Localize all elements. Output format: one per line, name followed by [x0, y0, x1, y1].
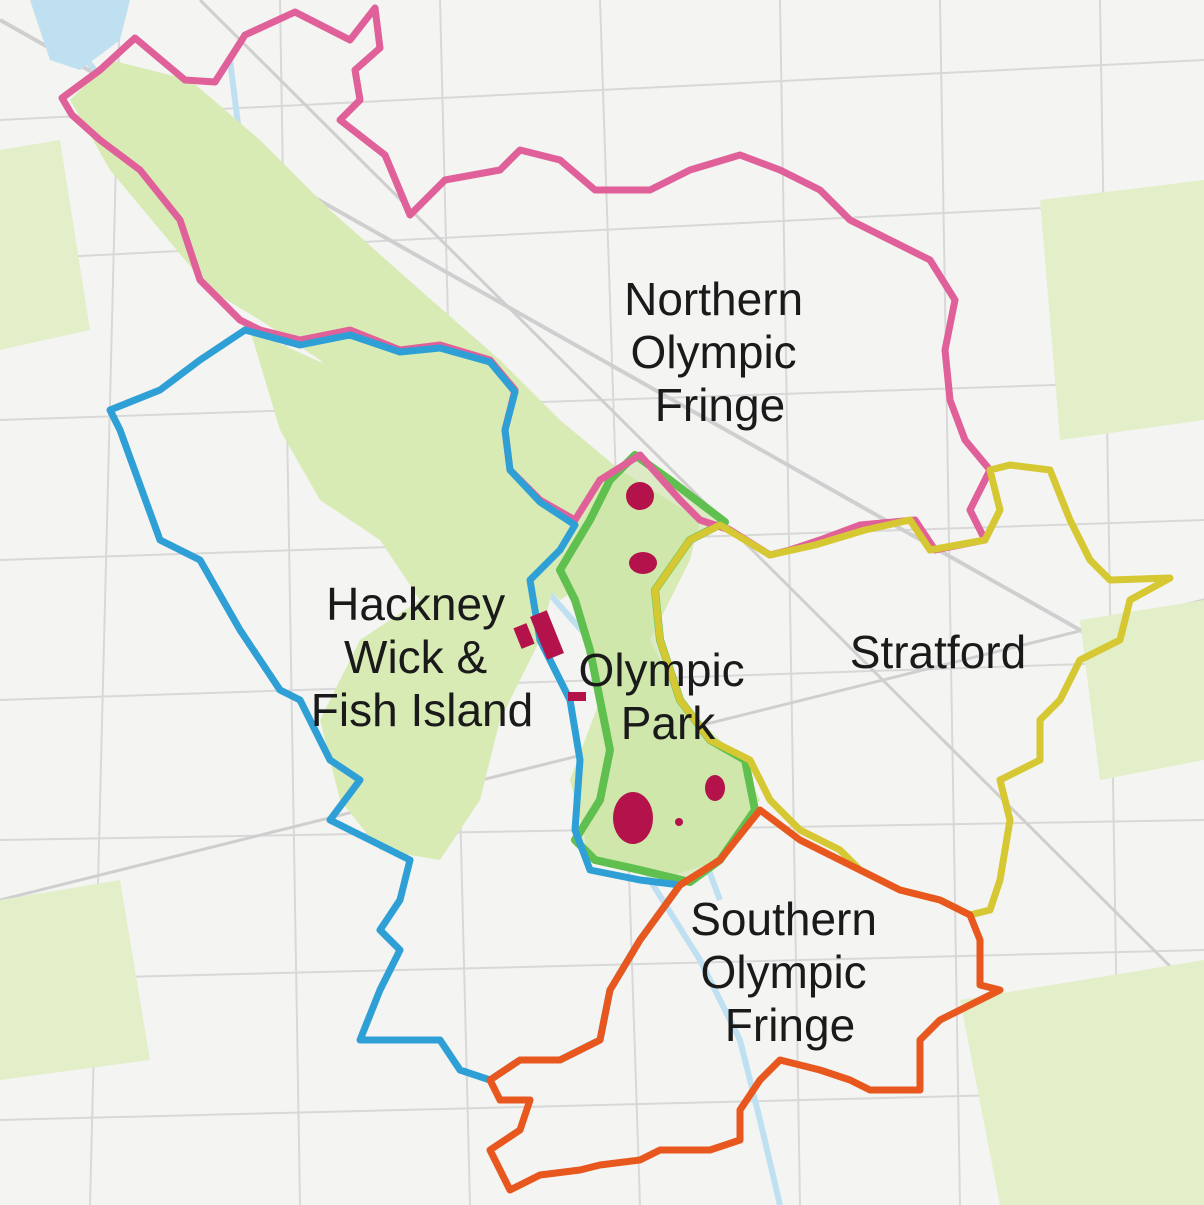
hackney-marshes-parkland	[250, 330, 560, 860]
olympic-venues	[513, 482, 725, 844]
label-line: Stratford	[850, 626, 1026, 678]
southern-olympic-fringe-boundary	[486, 806, 1004, 1194]
label-line: Olympic	[579, 644, 745, 696]
venue-handball-arena	[568, 692, 586, 701]
label-line: Northern	[624, 273, 803, 325]
label-line: Fish Island	[311, 684, 533, 736]
venue-aquatics-centre	[705, 775, 725, 801]
label-line: Olympic	[631, 326, 797, 378]
label-line: Fringe	[655, 379, 785, 431]
venue-water-polo	[675, 818, 683, 826]
venue-velodrome	[626, 482, 654, 510]
stratford-boundary	[651, 461, 1174, 919]
lea-valley-parkland	[70, 60, 700, 600]
label-line: Wick &	[344, 631, 487, 683]
label-line: Southern	[690, 893, 877, 945]
label-olympic-park: Olympic Park	[579, 644, 758, 749]
label-southern-olympic-fringe: Southern Olympic Fringe	[690, 893, 889, 1051]
venue-media-centre-2	[530, 610, 564, 660]
label-line: Olympic	[701, 946, 867, 998]
reservoir-water	[30, 0, 130, 70]
label-line: Fringe	[725, 999, 855, 1051]
venue-olympic-stadium	[613, 792, 653, 844]
outer-parkland	[0, 140, 1204, 1205]
label-line: Hackney	[326, 578, 505, 630]
label-hackney-wick-fish-island: Hackney Wick & Fish Island	[311, 578, 533, 736]
venue-basketball-arena	[629, 552, 657, 574]
label-northern-olympic-fringe: Northern Olympic Fringe	[624, 273, 816, 431]
venue-media-centre-1	[513, 623, 535, 649]
label-stratford: Stratford	[850, 626, 1026, 678]
label-line: Park	[621, 697, 717, 749]
